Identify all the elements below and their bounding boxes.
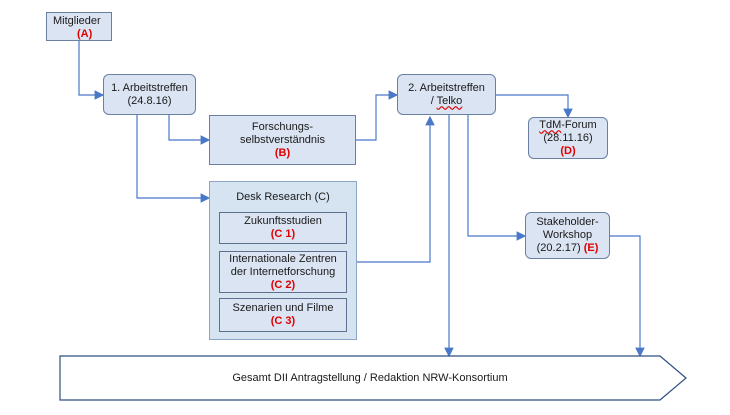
node-zentren-code: (C 2)	[270, 278, 296, 291]
node-stakeholder-date: (20.2.17)	[536, 242, 581, 254]
node-stakeholder-line2: Workshop	[542, 229, 593, 241]
arrow-arbeitstreffen1-to-desk-research	[136, 115, 211, 203]
node-arbeitstreffen-1-title: 1. Arbeitstreffen	[111, 81, 188, 94]
node-tdm-suffix: -Forum	[561, 118, 597, 131]
node-tdm-title: TdM-Forum	[539, 119, 596, 132]
node-forschung-line1: Forschungs-	[251, 120, 314, 133]
node-mitglieder-label: Mitglieder	[53, 15, 101, 27]
node-szenarien-und-filme: Szenarien und Filme (C 3)	[219, 298, 347, 332]
group-desk-research-title: Desk Research (C)	[236, 191, 330, 203]
arrow-arbeitstreffen2-to-tdm	[496, 94, 573, 119]
result-banner-label: Gesamt DII Antragstellung / Redaktion NR…	[232, 372, 508, 384]
node-zentren-line1: Internationale Zentren	[229, 252, 337, 265]
node-arbeitstreffen-2-subtitle: / Telko	[431, 95, 463, 108]
node-zukunftsstudien: Zukunftsstudien (C 1)	[219, 212, 347, 244]
node-arbeitstreffen-2: 2. Arbeitstreffen / Telko	[397, 74, 496, 115]
node-forschung-line2: selbstverständnis	[240, 133, 325, 146]
node-forschung-code: (B)	[274, 146, 291, 159]
arrow-desk-research-to-arbeitstreffen2	[357, 115, 435, 263]
node-zukunftsstudien-label: Zukunftsstudien	[244, 215, 322, 227]
arrow-arbeitstreffen2-to-stakeholder	[467, 115, 527, 241]
node-arbeitstreffen-2-telko: Telko	[436, 94, 463, 107]
arrow-arbeitstreffen1-to-forschung	[168, 115, 211, 145]
node-szenarien-label: Szenarien und Filme	[232, 302, 334, 314]
node-stakeholder-line1: Stakeholder-	[536, 216, 599, 228]
node-arbeitstreffen-2-title: 2. Arbeitstreffen	[408, 81, 485, 94]
arrow-stakeholder-to-banner	[610, 235, 645, 358]
node-stakeholder-code: (E)	[583, 242, 599, 254]
node-forschungsselbstverstaendnis: Forschungs- selbstverständnis (B)	[209, 115, 356, 165]
node-stakeholder-workshop: Stakeholder- Workshop (20.2.17) (E)	[525, 212, 610, 259]
node-mitglieder: Mitglieder (A)	[46, 12, 112, 41]
node-zentren-line2: der Internetforschung	[230, 265, 336, 278]
result-banner-arrow	[59, 355, 687, 401]
node-tdm-forum: TdM-Forum (28.11.16) (D)	[528, 117, 608, 159]
node-mitglieder-code: (A)	[77, 28, 93, 40]
node-tdm-code: (D)	[560, 144, 576, 157]
node-stakeholder-line3: (20.2.17) (E)	[537, 242, 599, 255]
node-zukunftsstudien-code: (C 1)	[270, 228, 296, 240]
arrow-mitglieder-to-arbeitstreffen1	[78, 41, 105, 100]
node-szenarien-code: (C 3)	[270, 315, 296, 327]
node-arbeitstreffen-1: 1. Arbeitstreffen (24.8.16)	[103, 74, 196, 115]
node-arbeitstreffen-1-date: (24.8.16)	[127, 94, 172, 107]
node-tdm-date: (28.11.16)	[543, 131, 593, 144]
arrow-forschung-to-arbeitstreffen2	[356, 90, 399, 141]
node-arbeitstreffen-2-prefix: /	[430, 94, 437, 107]
node-tdm-prefix: TdM	[539, 118, 562, 131]
node-internationale-zentren: Internationale Zentren der Internetforsc…	[219, 251, 347, 293]
